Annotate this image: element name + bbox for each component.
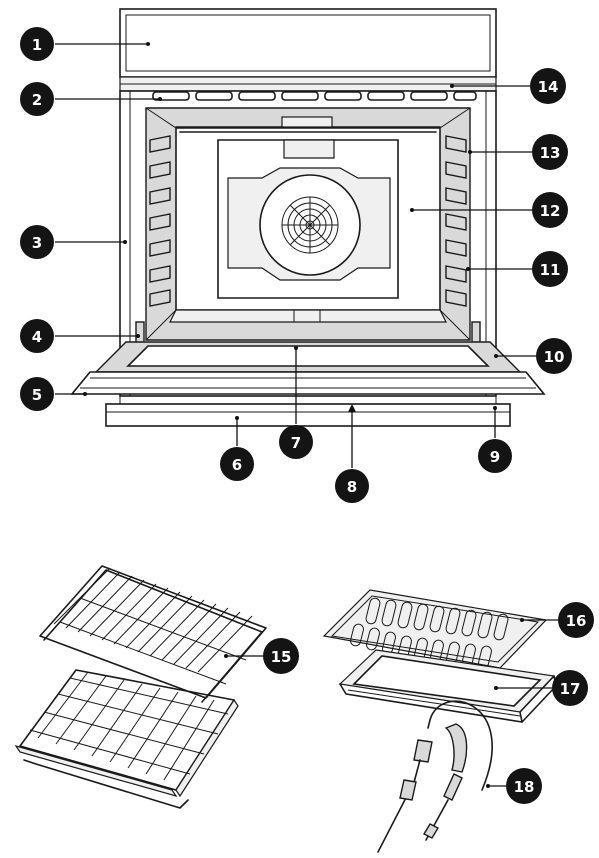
- svg-text:11: 11: [540, 261, 561, 279]
- extension-rack: [14, 669, 239, 809]
- svg-text:18: 18: [514, 778, 535, 796]
- svg-text:7: 7: [291, 434, 301, 452]
- callout-18: 18: [506, 768, 542, 804]
- callout-14: 14: [530, 68, 566, 104]
- svg-text:17: 17: [560, 680, 581, 698]
- callout-6: 6: [220, 447, 254, 481]
- leader-lines: [55, 42, 558, 788]
- cooling-vents: [152, 91, 477, 101]
- callout-2: 2: [20, 82, 54, 116]
- svg-text:16: 16: [566, 612, 587, 630]
- broil-pan: [338, 649, 557, 723]
- svg-text:9: 9: [490, 448, 500, 466]
- callout-13: 13: [532, 134, 568, 170]
- svg-text:1: 1: [32, 36, 42, 54]
- left-rack-guides: [149, 135, 171, 307]
- callout-1: 1: [20, 27, 54, 61]
- callout-8: 8: [335, 469, 369, 503]
- callout-11: 11: [532, 251, 568, 287]
- svg-text:6: 6: [232, 456, 242, 474]
- hinge-right: [471, 321, 481, 345]
- control-panel: [119, 8, 497, 78]
- svg-text:14: 14: [538, 78, 559, 96]
- callout-16: 16: [558, 602, 594, 638]
- callout-17: 17: [552, 670, 588, 706]
- svg-text:10: 10: [544, 348, 565, 366]
- callout-4: 4: [20, 319, 54, 353]
- svg-text:4: 4: [32, 328, 42, 346]
- svg-text:13: 13: [540, 144, 561, 162]
- svg-text:2: 2: [32, 91, 42, 109]
- callout-12: 12: [532, 192, 568, 228]
- callout-10: 10: [536, 338, 572, 374]
- hinge-left: [135, 321, 145, 345]
- callout-7: 7: [279, 425, 313, 459]
- meat-probe: [377, 700, 493, 853]
- svg-text:3: 3: [32, 234, 42, 252]
- oven-illustration: [70, 8, 546, 427]
- svg-text:12: 12: [540, 202, 561, 220]
- svg-text:8: 8: [347, 478, 357, 496]
- callout-15: 15: [263, 638, 299, 674]
- callout-3: 3: [20, 225, 54, 259]
- callout-9: 9: [478, 439, 512, 473]
- right-rack-guides: [445, 135, 467, 307]
- callout-5: 5: [20, 377, 54, 411]
- broil-pan-grid: [322, 589, 548, 669]
- bottom-trim: [105, 403, 511, 427]
- svg-text:5: 5: [32, 386, 42, 404]
- svg-text:15: 15: [271, 648, 292, 666]
- flat-rack: [39, 565, 267, 703]
